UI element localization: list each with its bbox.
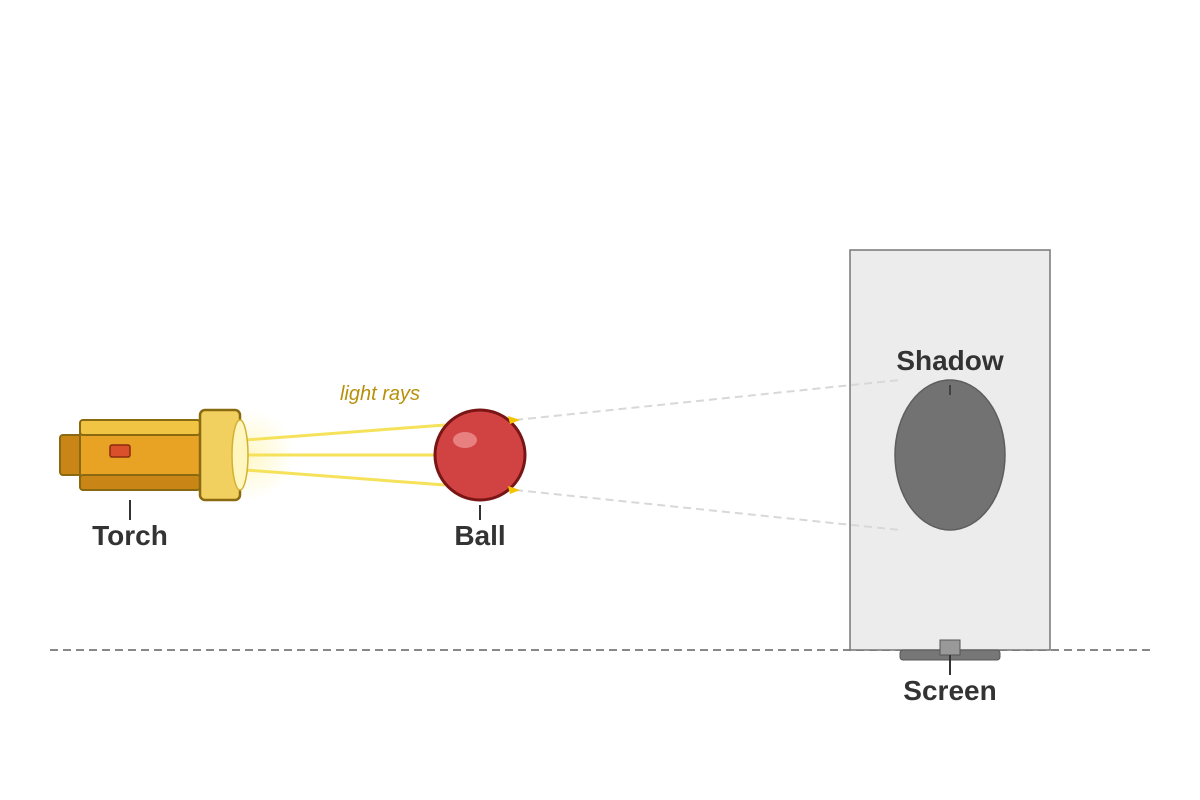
ray-arrow-top [508,416,520,424]
light-ray-top [244,423,446,442]
ball-icon [433,408,527,502]
ball-label: Ball [454,520,505,551]
light-ray-bottom [244,468,446,487]
ray-arrow-bottom [508,486,520,494]
screen-stand-post [939,639,961,656]
shadow-shape [894,379,1006,531]
projection-line-bottom [514,489,901,531]
torch-label: Torch [92,520,168,551]
screen-label: Screen [903,675,996,706]
light-rays-label: light rays [340,383,420,405]
torch-icon [59,408,249,502]
projection-line-top [514,379,901,421]
shadow-label: Shadow [896,345,1004,376]
